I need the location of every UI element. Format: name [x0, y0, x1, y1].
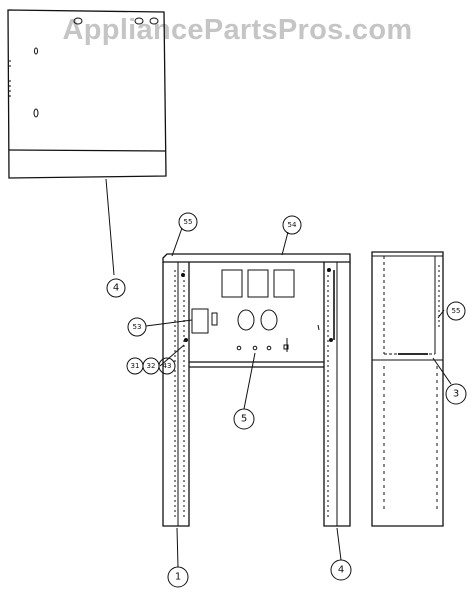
top-rail: [162, 253, 351, 263]
top-panel-fold: [8, 149, 167, 152]
callout-circle-55-right: [446, 301, 466, 321]
side-panel-assembly: [371, 251, 444, 527]
top-panel-hole-3: [149, 17, 159, 25]
callout-circle-5: [233, 408, 255, 430]
left-leg: [162, 262, 190, 527]
leader-4-right: [336, 527, 342, 561]
meter-window-1: [221, 269, 243, 298]
leader-5: [243, 352, 256, 410]
top-panel-leader: [105, 178, 115, 276]
top-panel-outline: [7, 9, 167, 179]
callout-label-55-left: 55: [184, 218, 193, 226]
top-panel-slot-1: [34, 47, 38, 55]
callout-circle-4-bottom: [330, 559, 352, 581]
callout-balloons: [106, 212, 467, 588]
meter-window-3: [273, 269, 295, 298]
callout-circle-1: [167, 566, 189, 588]
leader-1: [176, 527, 179, 568]
top-panel-slot-2: [33, 108, 39, 118]
side-panel-outline: [371, 251, 444, 527]
callout-label-31: 31: [131, 362, 140, 370]
leader-55-left: [171, 227, 183, 257]
callout-circle-54: [282, 215, 302, 235]
callout-label-1: 1: [175, 572, 181, 583]
bracket-53-tab: [211, 312, 218, 326]
watermark-logo: AppliancePartsPros.com: [62, 14, 413, 46]
dial-right: [260, 309, 278, 331]
callout-label-3: 3: [453, 389, 459, 400]
switch-2: [252, 345, 258, 351]
fastener-right-top: [327, 268, 331, 272]
callout-label-54: 54: [288, 221, 297, 229]
top-panel-hole-2: [134, 17, 144, 25]
callout-label-32: 32: [147, 362, 156, 370]
leader-3: [432, 357, 452, 385]
bracket-53: [191, 308, 209, 334]
callout-circle-43: [158, 357, 176, 375]
meter-window-2: [247, 269, 269, 298]
callout-label-55-right: 55: [452, 307, 461, 315]
callout-circle-55-left: [178, 212, 198, 232]
leader-55-right: [437, 309, 445, 319]
callout-labels: 4 55 54 53 31 32 43 5 1 4 55 3: [113, 218, 461, 583]
main-frame-assembly: [162, 253, 351, 527]
dial-left: [237, 309, 255, 331]
top-panel-hole-1: [73, 17, 83, 25]
fastener-right-mid: [329, 338, 333, 342]
callout-circle-3: [445, 383, 467, 405]
callout-label-5: 5: [241, 414, 247, 425]
switch-1: [236, 345, 242, 351]
top-panel-part: [7, 9, 167, 276]
callout-circle-4-top: [106, 278, 126, 298]
callout-circle-53: [127, 317, 147, 337]
panel-notch: [317, 324, 320, 331]
switch-3: [266, 345, 272, 351]
callout-label-43: 43: [163, 362, 172, 370]
fastener-left-mid: [184, 338, 188, 342]
callout-label-4-top: 4: [113, 283, 119, 294]
callout-label-53: 53: [133, 323, 142, 331]
fastener-left-top: [181, 273, 185, 277]
callout-label-4-bottom: 4: [338, 565, 344, 576]
switch-plate: [283, 344, 289, 350]
leader-53: [145, 319, 193, 327]
leader-lines: [145, 227, 452, 568]
leader-54: [281, 231, 289, 256]
leader-fasteners: [159, 344, 185, 367]
